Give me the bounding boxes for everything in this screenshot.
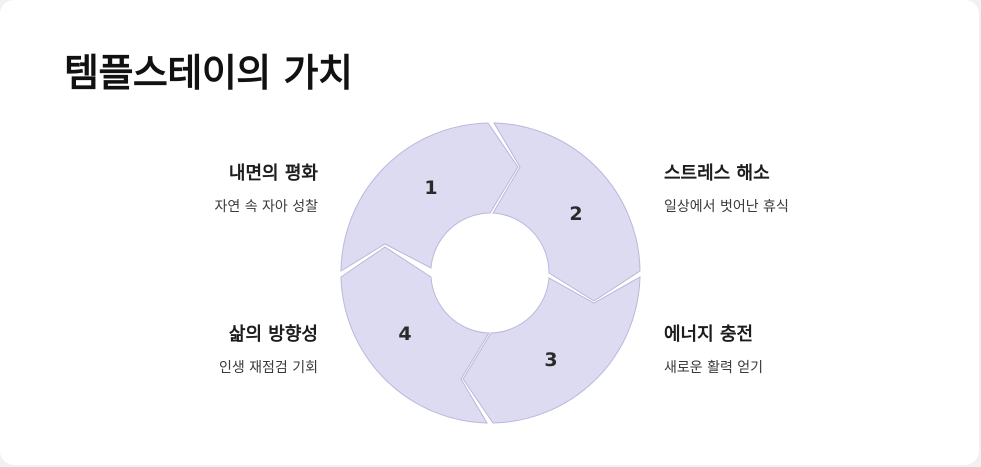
cycle-number-3: 3: [544, 349, 557, 371]
cycle-segment-3: [462, 276, 641, 424]
step-label-1: 내면의 평화 자연 속 자아 성찰: [58, 162, 318, 217]
cycle-segment-1: [340, 122, 519, 272]
step-heading: 삶의 방향성: [228, 324, 318, 345]
step-heading: 스트레스 해소: [664, 163, 770, 184]
cycle-segment-2: [492, 122, 641, 302]
step-heading: 내면의 평화: [228, 163, 318, 184]
cycle-number-4: 4: [398, 323, 411, 345]
cycle-segment-4: [340, 246, 490, 424]
step-heading: 에너지 충전: [664, 324, 754, 345]
page-title: 템플스테이의 가치: [64, 51, 353, 95]
cycle-number-2: 2: [569, 203, 582, 225]
step-label-3: 에너지 충전 새로운 활력 얻기: [664, 323, 924, 378]
step-description: 자연 속 자아 성찰: [214, 199, 318, 215]
step-label-2: 스트레스 해소 일상에서 벗어난 휴식: [664, 162, 924, 217]
step-label-4: 삶의 방향성 인생 재점검 기회: [58, 323, 318, 378]
step-description: 일상에서 벗어난 휴식: [664, 199, 789, 215]
step-description: 새로운 활력 얻기: [664, 360, 764, 376]
cycle-number-1: 1: [424, 177, 437, 199]
step-description: 인생 재점검 기회: [218, 360, 318, 376]
